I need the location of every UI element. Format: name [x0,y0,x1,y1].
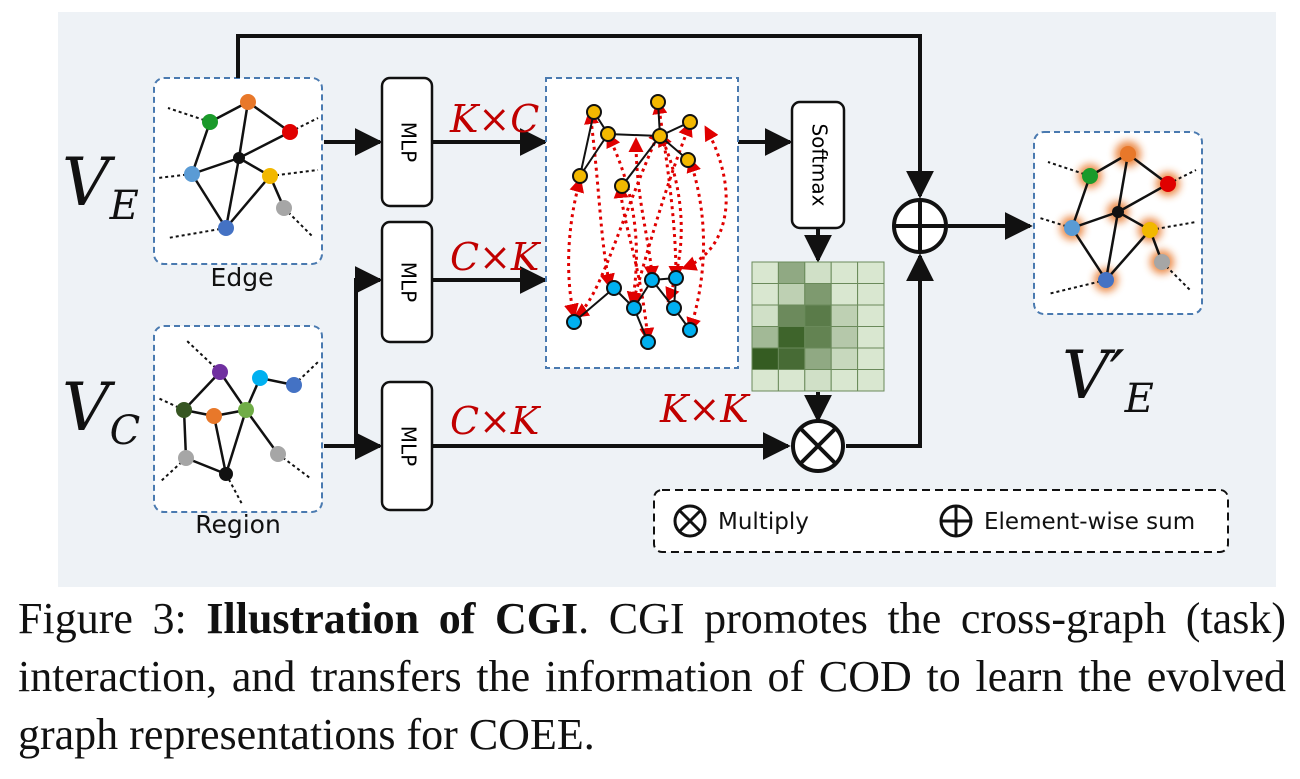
edge-label: Edge [211,263,274,292]
legend-sum-label: Element-wise sum [984,509,1195,535]
region-graph-panel [153,325,323,513]
matrix-cell [857,304,885,327]
matrix-cell [830,304,859,327]
caption-title: Illustration of CGI [206,594,579,643]
matrix-cell [804,304,832,327]
region-label: Region [195,510,281,539]
caption-text: . CGI promotes the cross-graph (task) in… [18,594,1286,759]
matrix-cell [857,326,885,349]
sum-operator [892,198,948,254]
figure-caption: Figure 3: Illustration of CGI. CGI promo… [18,590,1286,764]
matrix-cell [777,261,806,284]
svg-text:MLP: MLP [397,262,421,302]
connections [236,34,1033,460]
legend-sum-icon [939,504,973,538]
mlp-block-3: MLP [380,380,434,512]
softmax-block: Softmax [790,100,846,230]
matrix-cell [751,369,779,392]
output-graph-nodes [1064,146,1176,288]
svg-text:Softmax: Softmax [808,123,832,206]
matrix-cell [857,369,885,392]
edge-node-symbol: VE [62,144,139,229]
attention-matrix [751,261,885,392]
legend-multiply-icon [673,504,707,538]
matrix-cell [804,261,832,284]
matrix-cell [830,283,859,306]
matrix-cell [857,261,885,284]
matrix-cell [777,304,806,327]
matrix-cell [804,283,832,306]
matrix-cell [830,326,859,349]
region-graph-nodes [176,364,302,481]
output-graph-panel [1033,131,1203,315]
legend: Multiply Element-wise sum [653,489,1229,553]
edge-graph-panel [153,77,323,265]
matrix-cell [804,326,832,349]
matrix-cell [751,283,779,306]
svg-text:MLP: MLP [397,122,421,162]
matrix-cell [804,347,832,370]
dim-label-kxk: K×K [659,387,751,431]
edge-graph-nodes [184,94,298,236]
matrix-cell [804,369,832,392]
matrix-cell [751,326,779,349]
mlp-block-1: MLP [380,76,434,208]
matrix-cell [777,347,806,370]
multiply-operator [791,419,845,473]
svg-text:MLP: MLP [397,426,421,466]
matrix-cell [777,283,806,306]
matrix-cell [777,326,806,349]
mlp-block-2: MLP [380,220,434,344]
blue-graph-nodes [566,270,698,350]
matrix-cell [857,347,885,370]
legend-multiply-label: Multiply [718,509,809,535]
dim-label-kxc: K×C [449,97,539,141]
cgi-diagram: Edge Region VE VC [58,12,1276,587]
matrix-cell [777,369,806,392]
dim-label-cxk-1: C×K [450,235,542,279]
output-node-symbol: V′E [1062,337,1154,422]
dim-label-cxk-2: C×K [450,399,542,443]
cross-graph-panel [545,77,739,369]
matrix-cell [857,283,885,306]
yellow-graph-nodes [572,94,698,194]
matrix-cell [751,304,779,327]
matrix-cell [830,261,859,284]
matrix-cell [830,369,859,392]
caption-prefix: Figure 3: [18,594,207,643]
region-node-symbol: VC [62,369,140,454]
matrix-cell [830,347,859,370]
matrix-cell [751,347,779,370]
matrix-cell [751,261,779,284]
